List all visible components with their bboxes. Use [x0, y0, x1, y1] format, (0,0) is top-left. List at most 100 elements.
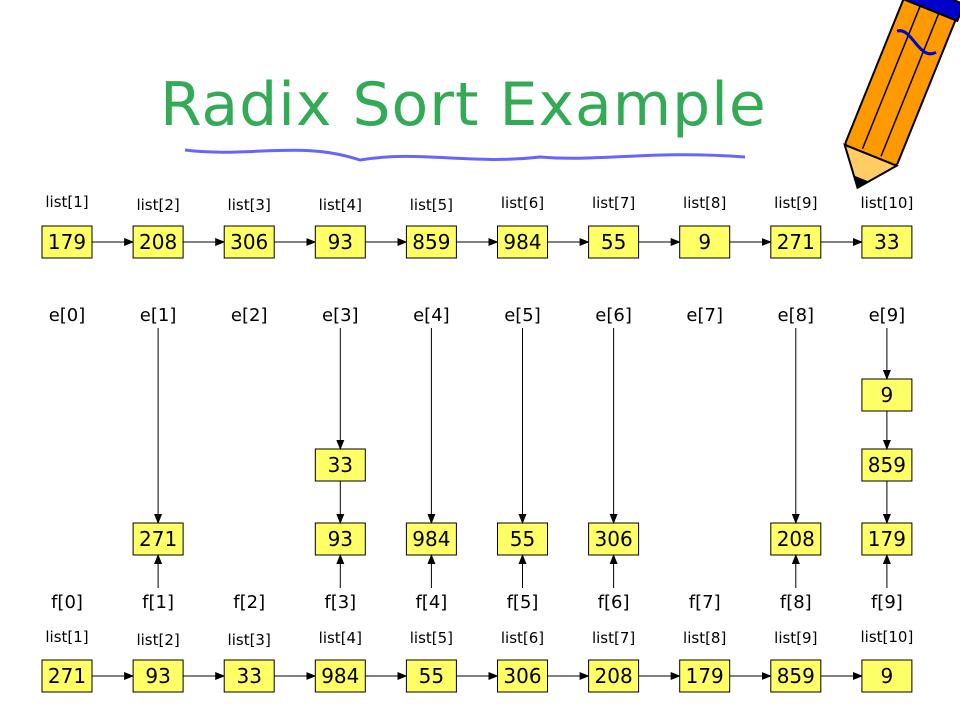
bucket-item: 33	[328, 453, 353, 477]
bucket-item-box	[588, 522, 640, 556]
top-list-value: 984	[503, 230, 541, 254]
bottom-list-label: list[7]	[592, 629, 635, 647]
f-pointer-label: f[1]	[142, 592, 174, 613]
bottom-list-label: list[4]	[319, 629, 362, 647]
top-list-label: list[1]	[45, 193, 88, 211]
bottom-list-label: list[8]	[683, 629, 726, 647]
bucket-item: 271	[139, 527, 177, 551]
f-pointer-label: f[5]	[507, 592, 539, 613]
bottom-list-value-box	[132, 659, 184, 693]
bottom-list-label: list[6]	[501, 629, 544, 647]
bottom-list-value: 55	[419, 664, 444, 688]
top-list-value: 55	[601, 230, 626, 254]
bottom-list-value: 859	[777, 664, 815, 688]
bucket-item-box	[314, 448, 366, 482]
f-pointer-label: f[0]	[51, 592, 83, 613]
e-pointer-label: e[3]	[322, 305, 359, 326]
e-pointer-label: e[7]	[686, 305, 723, 326]
top-list-value: 33	[874, 230, 899, 254]
top-list-value: 179	[48, 230, 86, 254]
top-list-value: 859	[412, 230, 450, 254]
bucket-item-box	[405, 522, 457, 556]
top-list-value-box	[405, 225, 457, 259]
e-pointer-label: e[9]	[869, 305, 906, 326]
f-pointer-label: f[9]	[871, 592, 903, 613]
f-pointer-label: f[6]	[598, 592, 630, 613]
top-list-value: 271	[777, 230, 815, 254]
top-list-value: 93	[328, 230, 353, 254]
e-pointer-label: e[0]	[49, 305, 86, 326]
e-pointer-label: e[4]	[413, 305, 450, 326]
bucket-item: 9	[881, 383, 894, 407]
bucket-item-box	[861, 448, 913, 482]
top-list-value-box	[132, 225, 184, 259]
pencil-icon	[843, 0, 960, 190]
e-pointer-label: e[6]	[595, 305, 632, 326]
title-underline	[184, 148, 746, 162]
bottom-list-value: 93	[145, 664, 170, 688]
top-list-value-box	[588, 225, 640, 259]
bottom-list-value: 306	[503, 664, 541, 688]
bucket-item-box	[770, 522, 822, 556]
bucket-item-box	[314, 522, 366, 556]
top-list-value-box	[861, 225, 913, 259]
e-pointer-label: e[2]	[231, 305, 268, 326]
bottom-list-value-box	[861, 659, 913, 693]
top-list-label: list[3]	[228, 196, 271, 214]
bottom-list-label: list[1]	[45, 628, 88, 646]
f-pointer-label: f[4]	[415, 592, 447, 613]
top-list-value-box	[41, 225, 93, 259]
bottom-list-value: 984	[321, 664, 359, 688]
bottom-list-value: 9	[881, 664, 894, 688]
bottom-list-value-box	[588, 659, 640, 693]
bottom-list-value-box	[41, 659, 93, 693]
bucket-item: 179	[868, 527, 906, 551]
top-list-label: list[10]	[860, 194, 913, 212]
f-pointer-label: f[8]	[780, 592, 812, 613]
bottom-list-value-box	[497, 659, 548, 693]
bucket-item-box	[861, 522, 913, 556]
bucket-item: 93	[328, 527, 353, 551]
bottom-list-value: 208	[595, 664, 633, 688]
top-list-value: 306	[230, 230, 268, 254]
e-pointer-label: e[5]	[504, 305, 541, 326]
bottom-list-value-box	[223, 659, 275, 693]
bucket-item: 306	[595, 527, 633, 551]
top-list-label: list[5]	[410, 196, 453, 214]
bottom-list-value: 33	[236, 664, 261, 688]
f-pointer-label: f[3]	[324, 592, 356, 613]
bottom-list-label: list[2]	[136, 631, 179, 649]
top-list-label: list[4]	[319, 196, 362, 214]
bucket-section: e[0]e[1]e[2]e[3]e[4]e[5]e[6]e[7]e[8]e[9]…	[49, 305, 913, 613]
bucket-item-box	[861, 378, 913, 412]
top-list-value-box	[497, 225, 548, 259]
top-list-label: list[6]	[501, 194, 544, 212]
bottom-list-value-box	[314, 659, 366, 693]
bottom-list-label: list[5]	[410, 629, 453, 647]
bucket-item: 55	[510, 527, 535, 551]
top-list-value-box	[314, 225, 366, 259]
bucket-item: 859	[868, 453, 906, 477]
bucket-item-box	[497, 522, 548, 556]
bucket-item-box	[132, 522, 184, 556]
bottom-list-value-box	[770, 659, 822, 693]
top-linked-list: list[1] 179 list[2] 208 list[3] 306 list[4] 93 l…	[41, 193, 913, 259]
bucket-item: 208	[777, 527, 815, 551]
top-list-label: list[7]	[592, 194, 635, 212]
f-pointer-label: f[2]	[233, 592, 265, 613]
top-list-label: list[9]	[774, 194, 817, 212]
bottom-linked-list: list[1]271list[2]93list[3]33list[4]984li…	[41, 628, 913, 693]
top-list-label: list[2]	[136, 196, 179, 214]
top-list-value: 208	[139, 230, 177, 254]
e-pointer-label: e[8]	[778, 305, 815, 326]
f-pointer-label: f[7]	[689, 592, 721, 613]
bottom-list-label: list[3]	[228, 631, 271, 649]
bottom-list-label: list[9]	[774, 629, 817, 647]
bottom-list-label: list[10]	[860, 628, 913, 646]
bottom-list-value-box	[679, 659, 731, 693]
top-list-value: 9	[698, 230, 711, 254]
slide-title: Radix Sort Example	[160, 70, 767, 140]
bucket-item: 984	[412, 527, 450, 551]
